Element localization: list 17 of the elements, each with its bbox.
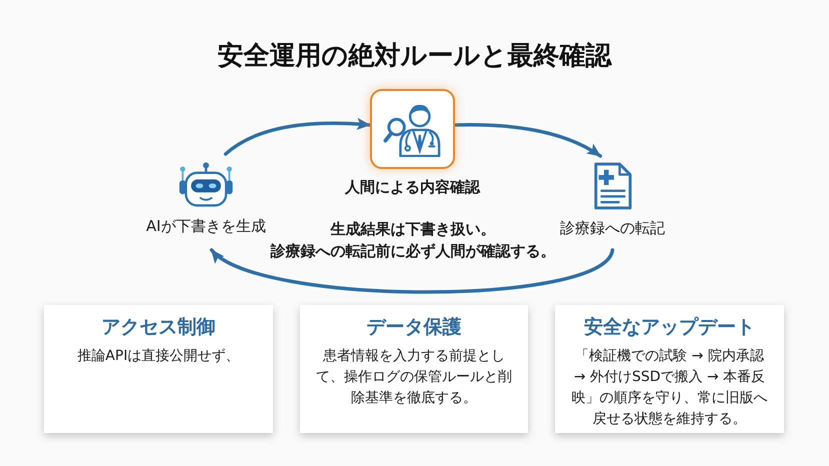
card-heading: データ保護 (366, 315, 462, 339)
card-heading: アクセス制御 (102, 315, 216, 339)
card-heading: 安全なアップデート (584, 315, 755, 339)
diagram-title: 安全運用の絶対ルールと最終確認 (218, 40, 612, 72)
card-text: 「検証機での試験 → 院内承認 → 外付けSSDで搬入 → 本番反映」の順序を守り、常に旧版へ戻せる状態を維持する。 (570, 347, 768, 429)
info-card (555, 305, 784, 433)
arrow (453, 123, 602, 158)
note-text: 生成結果は下書き扱い。診療録への転記前に必ず人間が確認する。 (270, 219, 556, 262)
card-text: 患者情報を入力する前提として、操作ログの保管ルールと削除基準を徹底する。 (315, 347, 513, 408)
step-label: AIが下書きを生成 (146, 216, 266, 236)
arrow (224, 118, 372, 156)
card-text: 推論APIは直接公開せず、 (77, 347, 240, 366)
step-label: 診療録への転記 (560, 218, 665, 238)
info-card (300, 305, 528, 433)
arrow (210, 248, 614, 294)
step-label: 人間による内容確認 (345, 177, 480, 197)
info-card (44, 305, 273, 433)
